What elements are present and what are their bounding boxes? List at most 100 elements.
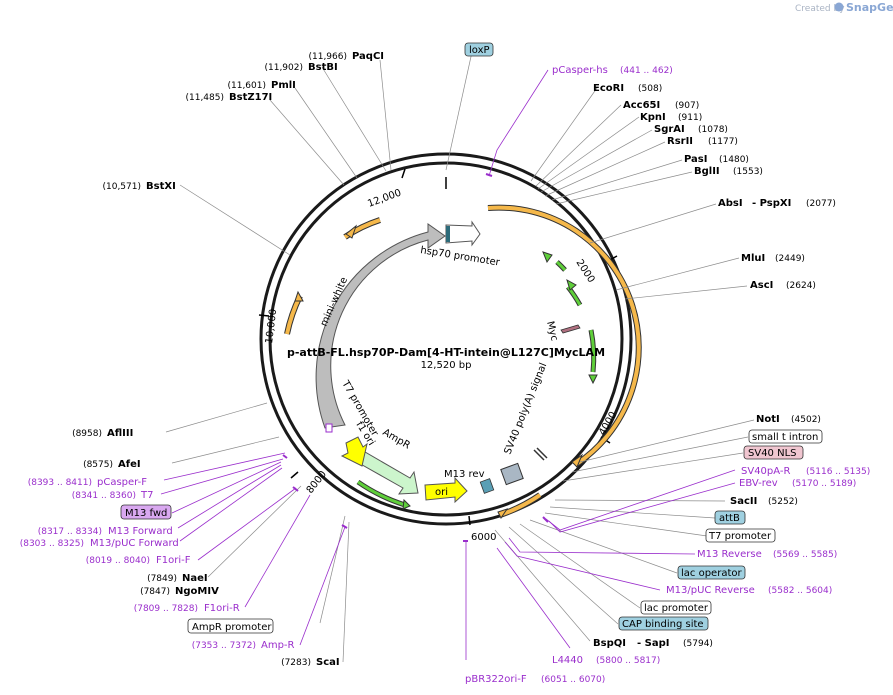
backbone-inner-ring [268,161,624,517]
ecori-label: EcoRI [593,83,624,94]
m13puc-reverse-label: M13/pUC Reverse [666,585,755,596]
tick-6000: 6000 [471,532,496,543]
ebv-rev-label: EBV-rev [739,478,778,489]
pmli-coord: (11,601) [227,81,266,91]
mlui-label: MluI [741,253,765,264]
noti-label: NotI [756,414,780,425]
bstxi-label: BstXI [146,181,176,192]
lac-operator-label: lac operator [681,568,742,579]
m13-fwd-box [120,504,172,520]
ebv-rev-coord: (5170 .. 5189) [792,479,856,489]
absi-label: AbsI [718,198,743,209]
pcasper-f-label: pCasper-F [97,477,147,488]
pasi-coord: (1480) [719,155,749,165]
loxp-label: loxP [469,45,490,56]
bglii-coord: (1553) [733,167,763,177]
hsp70-promoter-label: hsp70 promoter [420,245,502,269]
m13-fwd-label: M13 fwd [125,508,167,519]
bspqi-coord: (5794) [683,639,713,649]
sv40pa-r-coord: (5116 .. 5135) [806,467,870,477]
cap-binding-site-label: CAP binding site [622,619,704,630]
snapgene-brand: SnapGene [846,1,893,14]
myc-label: Myc [544,320,560,342]
lac-promoter-box [640,600,712,615]
sv40-nls-box [743,445,804,460]
amp-r-coord: (7353 .. 7372) [192,641,256,651]
ori-label: ori [435,487,448,498]
tick-10000: 10,000 [264,308,279,344]
bstbi-coord: (11,902) [264,63,303,73]
sv40-polya-label: SV40 poly(A) signal [503,361,550,456]
m13puc-forward-coord: (8303 .. 8325) [20,539,84,549]
small-t-intron-box [748,429,823,444]
pbr322ori-f-coord: (6051 .. 6070) [541,675,605,685]
m13-reverse-coord: (5569 .. 5585) [773,550,837,560]
bstz17i-label: BstZ17I [229,92,272,103]
pspxi-label: - PspXI [752,198,791,209]
paqci-coord: (11,966) [308,52,347,62]
m13-forward-label: M13 Forward [108,526,173,537]
pmli-label: PmlI [271,80,296,91]
mini-white-arrow [315,223,446,429]
sgrai-label: SgrAI [654,124,685,135]
created-by-text: Created by [795,4,845,14]
bglii-label: BglII [694,166,720,177]
sv40-marker [533,447,548,461]
lac-promoter-label: lac promoter [644,603,709,614]
naei-label: NaeI [182,573,208,584]
sapi-label: - SapI [637,638,669,649]
m13-rev-small-arrow [479,478,495,494]
noti-coord: (4502) [791,415,821,425]
small-t-intron-label: small t intron [752,432,818,443]
primer-leader-lines [160,69,736,660]
f1ori-f-coord: (8019 .. 8040) [86,556,150,566]
asci-coord: (2624) [786,281,816,291]
afliii-label: AflIII [107,428,133,439]
mlui-coord: (2449) [775,254,805,264]
t7-primer-label: T7 [140,490,153,501]
cassette-block [500,462,524,486]
paqci-label: PaqCI [352,51,384,62]
t7-promoter-box [705,528,776,543]
afliii-coord: (8958) [72,429,102,439]
pasi-label: PasI [684,154,707,165]
l4440-label: L4440 [552,655,583,666]
ampr-arrow [356,451,419,495]
sacii-label: SacII [730,496,757,507]
ngomiv-label: NgoMIV [175,586,219,597]
cap-binding-site-box [618,616,709,631]
kpni-label: KpnI [640,112,666,123]
t7-primer-coord: (8341 .. 8360) [72,491,136,501]
f1ori-r-coord: (7809 .. 7828) [134,604,198,614]
absi-coord: (2077) [806,199,836,209]
sv40-nls-label: SV40 NLS [748,448,797,459]
tick-8000: 8000 [305,469,329,496]
f1-ori-arrow [325,423,368,467]
tick-12000: 12,000 [366,188,403,210]
afei-label: AfeI [118,459,141,470]
ampr-label: AmpR [381,427,412,451]
orange-arrowheads [294,224,584,519]
m13-rev-label: M13 rev [444,469,485,480]
pbr322ori-f-label: pBR322ori-F [465,674,527,685]
hsp70-promoter-arrow [445,220,481,247]
scai-label: ScaI [316,657,340,668]
ampr-promoter-box [187,618,274,634]
bstz17i-coord: (11,485) [185,93,224,103]
bstbi-label: BstBI [308,62,338,73]
myc-feature [560,324,581,334]
ampr-promoter-label: AmpR promoter [192,622,272,633]
m13-forward-coord: (8317 .. 8334) [38,527,102,537]
plasmid-length: 12,520 bp [421,360,472,371]
primer-markers [282,173,549,542]
sacii-coord: (5252) [768,497,798,507]
rsrii-label: RsrII [667,136,693,147]
lac-operator-box [677,565,746,580]
ori-arrow [424,476,468,504]
tick-2000: 2000 [573,258,596,285]
f1ori-r-label: F1ori-R [204,603,240,614]
attb-box [714,510,746,525]
l4440-coord: (5800 .. 5817) [596,656,660,666]
green-feature-arrows [356,251,598,510]
